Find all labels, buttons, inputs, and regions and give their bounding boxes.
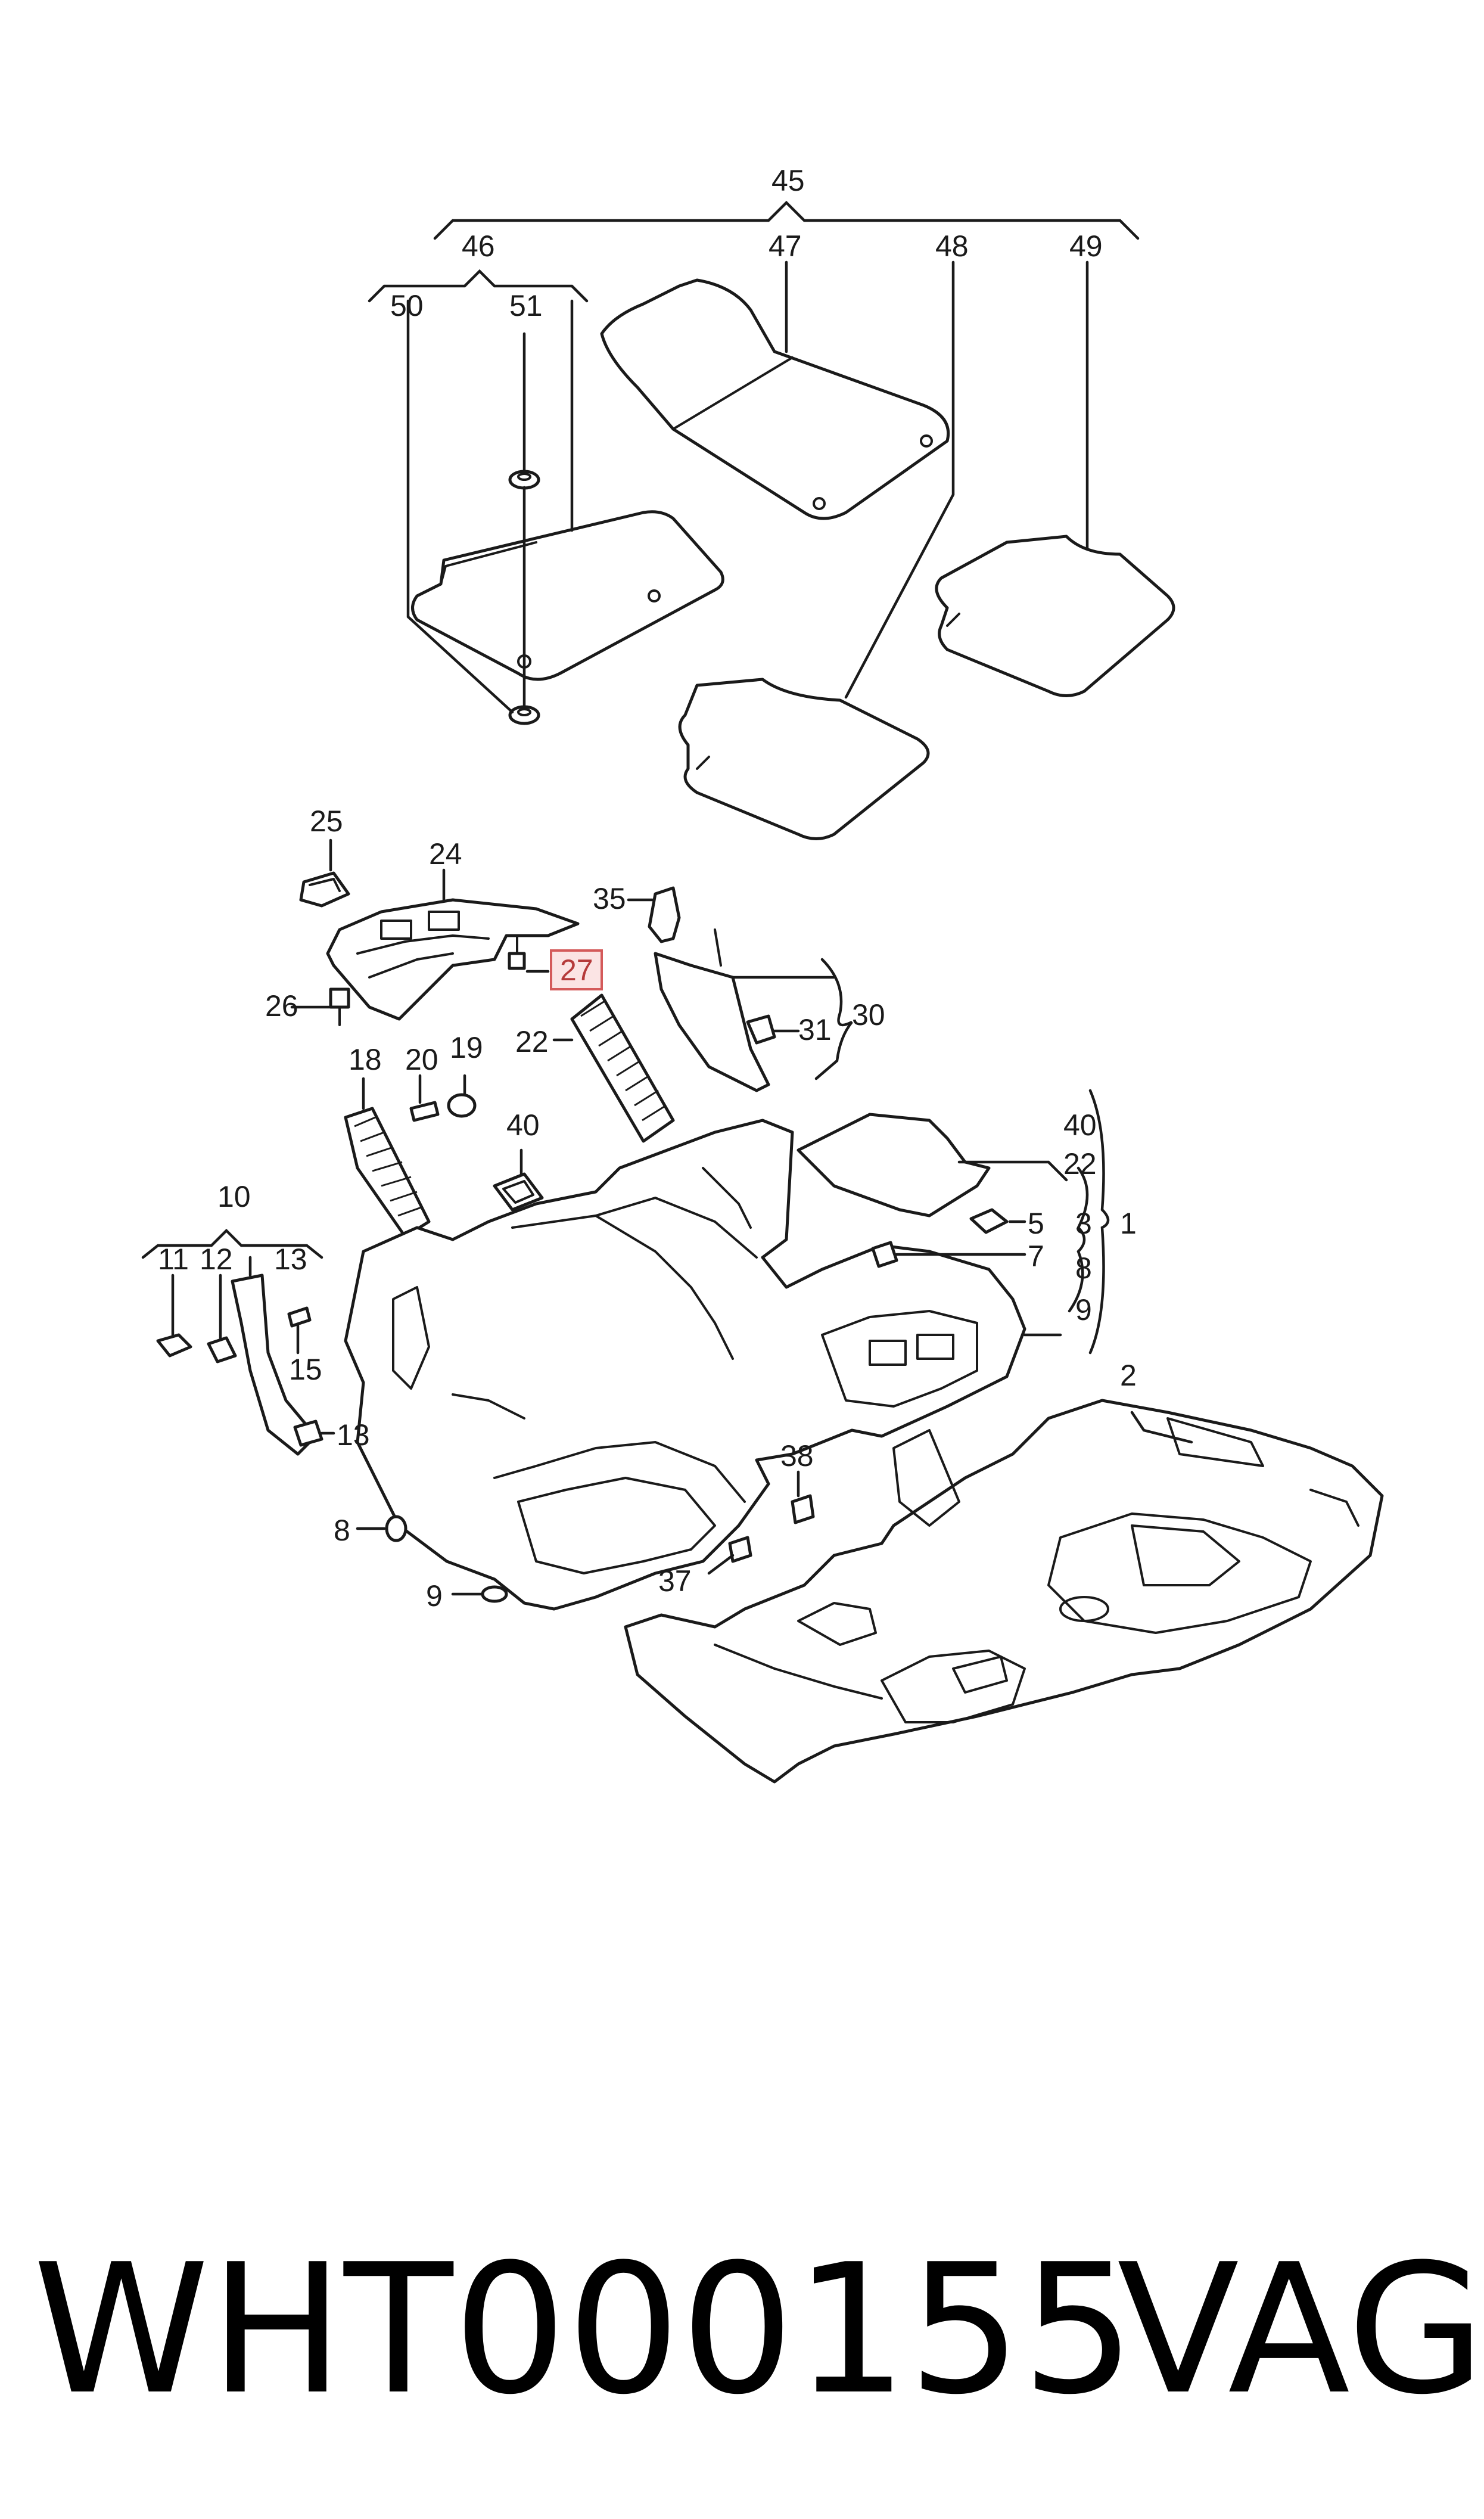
pedal-cover-13 (231, 1274, 318, 1456)
caption: WHT000155 VAG (0, 2205, 1484, 2455)
screw-part-15 (287, 1306, 312, 1328)
callout-2: 2 (1120, 1359, 1137, 1392)
callout-37: 37 (658, 1564, 692, 1598)
callout-31: 31 (798, 1013, 832, 1046)
callout-49: 49 (1069, 229, 1103, 263)
clip-part-25 (299, 871, 350, 908)
callout-46: 46 (462, 229, 495, 263)
pad-part-5 (969, 1208, 1009, 1234)
clip-part-8 (385, 1515, 407, 1542)
callout-10: 10 (217, 1180, 251, 1213)
callout-22b: 22 (1063, 1147, 1097, 1181)
carpet-rear (624, 1399, 1384, 1784)
callout-8b: 8 (1075, 1251, 1092, 1285)
callout-5: 5 (1028, 1207, 1044, 1240)
pedal-bracket-group (290, 838, 580, 1026)
pedal-cover-group (141, 1228, 335, 1456)
clip-part-9 (481, 1585, 508, 1603)
callout-18: 18 (349, 1043, 382, 1076)
cap-part-19 (447, 1093, 477, 1118)
floor-mat-set (368, 200, 1175, 840)
callout-8a: 8 (334, 1514, 350, 1547)
callout-27: 27 (560, 953, 593, 987)
callout-11: 11 (158, 1243, 189, 1276)
callout-47: 47 (769, 229, 802, 263)
part-number: WHT000155 (33, 2226, 1135, 2434)
callout-50: 50 (390, 289, 424, 322)
callout-25: 25 (310, 805, 343, 838)
support-bracket (326, 898, 580, 1021)
callout-45: 45 (771, 164, 805, 197)
floor-mat-front-right (600, 278, 950, 520)
insulation-group (797, 1089, 1110, 1355)
front-carpet (344, 1119, 1026, 1611)
insulation-mat-3 (797, 1113, 991, 1217)
footrest-18 (344, 1107, 431, 1238)
callout-labels: 45 46 47 48 49 50 51 25 24 35 26 27 22 3… (158, 164, 1137, 1613)
callout-7: 7 (1028, 1240, 1044, 1273)
rear-carpet (624, 1399, 1384, 1784)
clip-part-11 (156, 1333, 192, 1358)
floor-mat-front-left (411, 510, 724, 681)
screw-part-20 (409, 1101, 440, 1122)
screw-part-27 (508, 952, 526, 970)
grommet-part-40 (493, 1172, 544, 1212)
clip-part-35 (648, 886, 681, 943)
clip-part-37 (728, 1536, 752, 1563)
brand-name: VAG (1117, 2226, 1484, 2434)
clip-part-13b (293, 1420, 323, 1447)
side-trim-group (627, 886, 853, 1092)
callout-30: 30 (852, 998, 885, 1032)
floor-mat-rear-right (935, 535, 1175, 697)
callout-19: 19 (450, 1031, 483, 1064)
pedal-pad-22 (552, 993, 675, 1143)
callout-35: 35 (593, 882, 626, 915)
callout-13a: 13 (274, 1243, 307, 1276)
callout-22a: 22 (515, 1025, 549, 1058)
highlight-box-27 (550, 949, 603, 990)
callout-20: 20 (405, 1043, 438, 1076)
callout-3: 3 (1075, 1207, 1092, 1240)
callout-13b: 13 (337, 1418, 370, 1452)
callout-51: 51 (509, 289, 543, 322)
callout-15: 15 (289, 1353, 322, 1386)
callout-9b: 9 (1075, 1293, 1092, 1327)
callout-40a: 40 (506, 1108, 540, 1142)
carpet-front (344, 1119, 1026, 1611)
callout-9a: 9 (426, 1579, 443, 1613)
clip-part-12 (207, 1336, 237, 1363)
callout-1: 1 (1120, 1207, 1137, 1240)
floor-mat-rear-left (678, 678, 930, 840)
callout-24: 24 (429, 837, 462, 871)
clip-part-38 (791, 1494, 815, 1524)
callout-40b: 40 (1063, 1108, 1097, 1142)
callout-26: 26 (265, 989, 298, 1023)
callout-48: 48 (935, 229, 969, 263)
callout-38: 38 (780, 1439, 814, 1473)
callout-12: 12 (200, 1243, 233, 1276)
trim-panel-30 (654, 952, 770, 1092)
clip-part-7 (871, 1241, 898, 1268)
clip-part-31 (746, 1014, 776, 1045)
screw-part-26 (329, 987, 350, 1009)
